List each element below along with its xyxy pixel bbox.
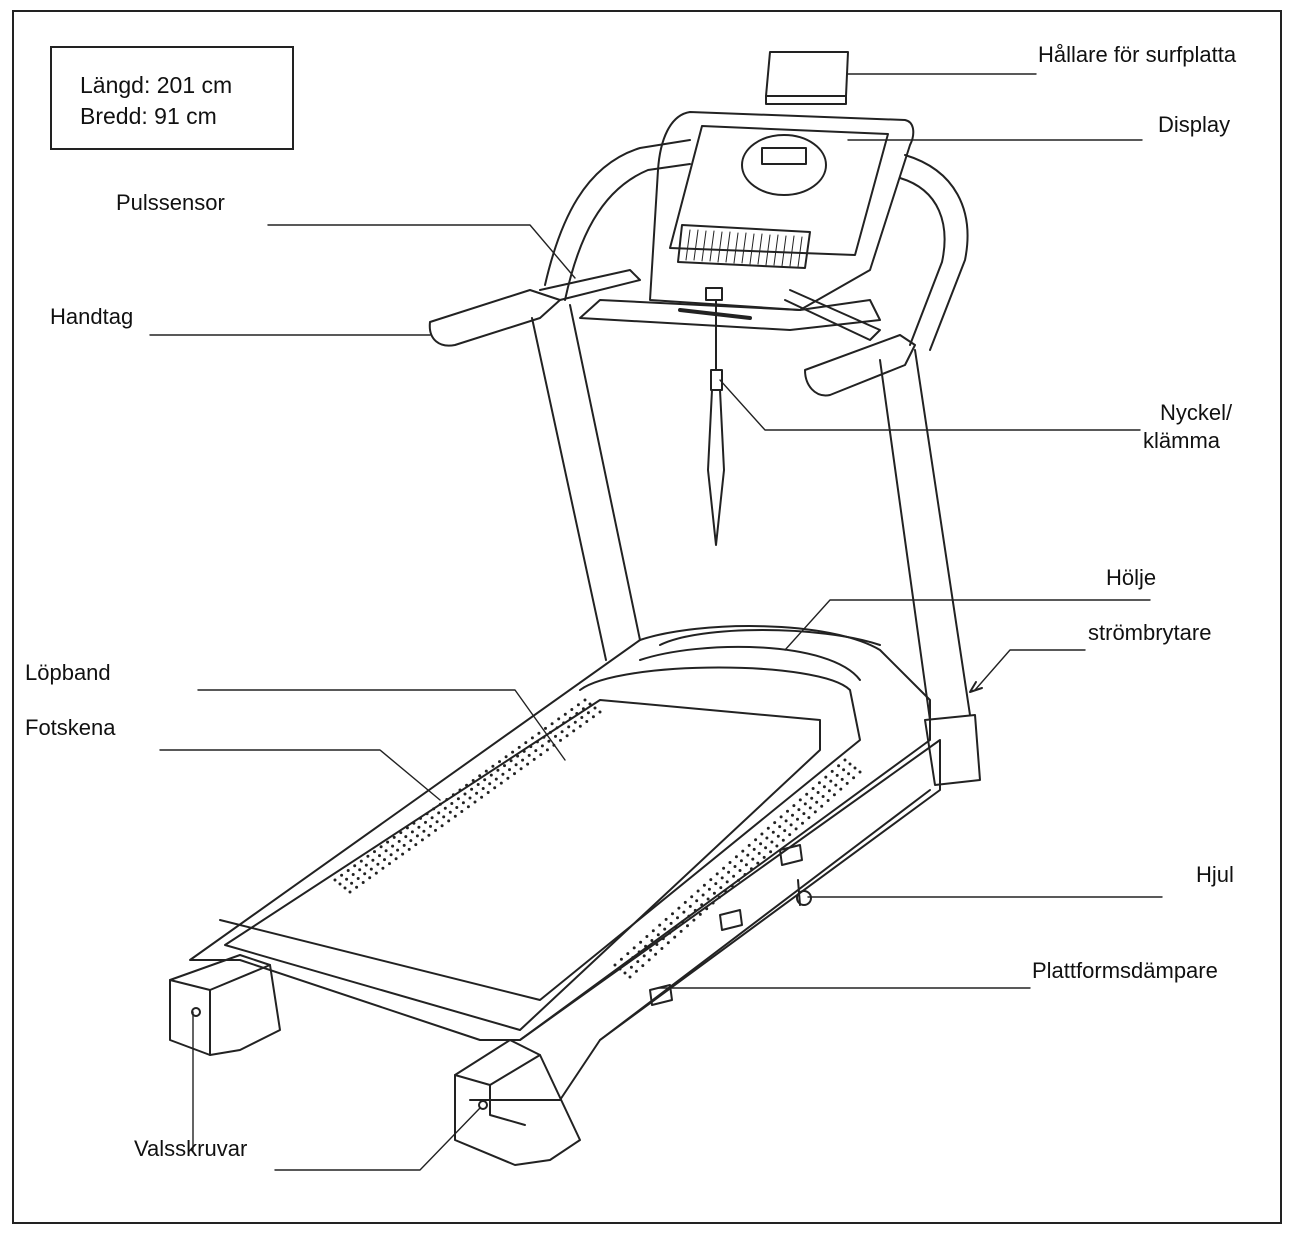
label-handlebar: Handtag (50, 304, 134, 329)
label-roller-bolts: Valsskruvar (134, 1136, 248, 1161)
console-part (579, 111, 915, 331)
label-hood: Hölje (1106, 565, 1157, 590)
tablet-holder-part (765, 51, 849, 105)
width-text: Bredd: 91 cm (80, 103, 217, 129)
cushions-wheel (649, 844, 812, 1006)
label-power-switch: strömbrytare (1088, 620, 1212, 645)
front-end-caps (169, 954, 581, 1166)
handlebars (428, 269, 916, 397)
label-display: Display (1158, 112, 1231, 137)
label-key-clip-line1: Nyckel/ (1160, 400, 1233, 425)
label-key-clip-line2: klämma (1143, 428, 1221, 453)
length-text: Längd: 201 cm (80, 72, 233, 98)
label-tablet-holder: Hållare för surfplatta (1038, 42, 1237, 67)
label-cushion: Plattformsdämpare (1032, 958, 1218, 983)
label-wheel: Hjul (1196, 862, 1234, 887)
safety-key-cord (707, 299, 725, 546)
uprights (531, 304, 981, 786)
label-foot-rail: Fotskena (25, 715, 116, 740)
dimensions-box: Längd: 201 cm Bredd: 91 cm (50, 46, 294, 150)
console-arms (544, 139, 969, 351)
deck-part (189, 625, 941, 1101)
diagram-frame (12, 10, 1282, 1224)
label-pulse-sensor: Pulssensor (116, 190, 225, 215)
label-belt: Löpband (25, 660, 111, 685)
foot-rail-dots (333, 698, 862, 979)
leader-lines (149, 73, 1163, 1171)
